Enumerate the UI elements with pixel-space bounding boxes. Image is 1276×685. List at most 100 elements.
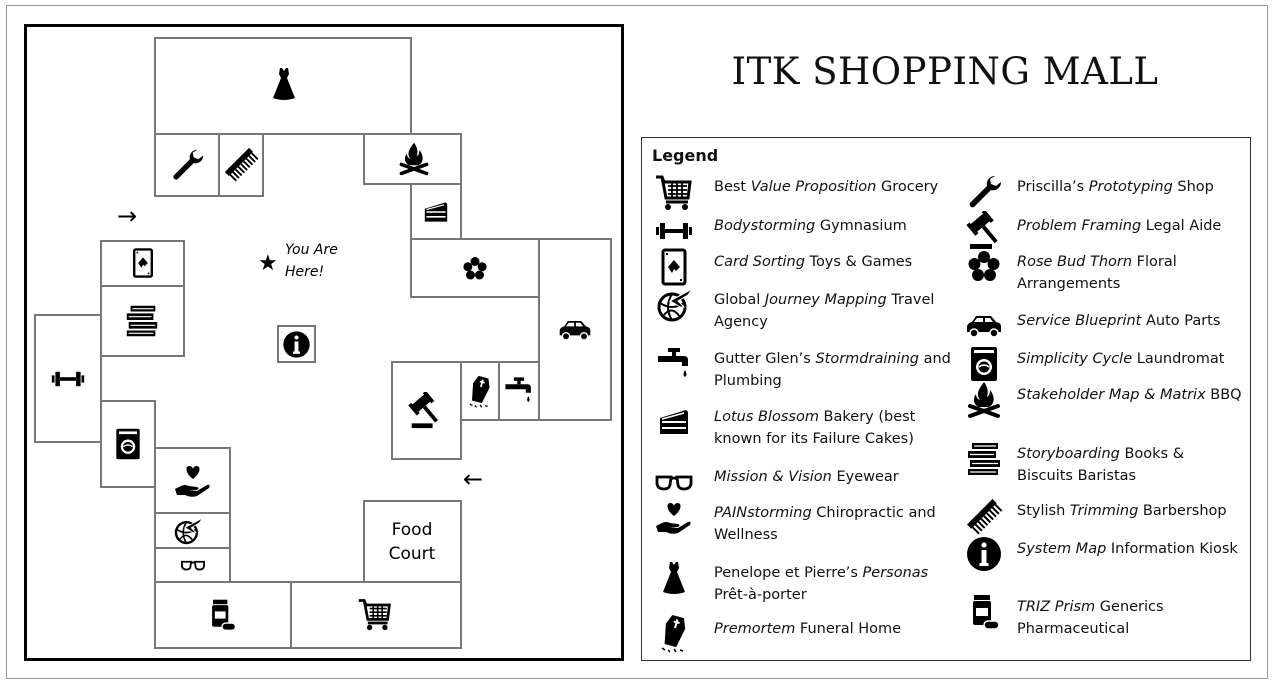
legend-label-part: Global — [714, 292, 765, 308]
legend-item-glasses: Mission & Vision Eyewear — [652, 466, 947, 512]
legend-heading: Legend — [652, 146, 719, 165]
legend-item-gavel: Problem Framing Legal Aide — [962, 211, 1257, 261]
legend-item-pill-bottle: TRIZ Prism Generics Pharmaceutical — [962, 594, 1257, 642]
legend-label-part: System Map — [1017, 541, 1107, 557]
legend-item-label: Simplicity Cycle Laundromat — [1017, 348, 1242, 370]
legend-label-part: Auto Parts — [1141, 313, 1221, 329]
legend-label-part: Card Sorting — [714, 254, 805, 270]
legend-item-car: Service Blueprint Auto Parts — [962, 310, 1257, 356]
legend-item-label: Premortem Funeral Home — [714, 618, 954, 640]
legend-label-part: Information Kiosk — [1106, 541, 1238, 557]
food-court-line1: Food — [392, 520, 433, 540]
legend-item-label: Best Value Proposition Grocery — [714, 176, 954, 198]
legend-item-label: Stylish Trimming Barbershop — [1017, 500, 1242, 522]
legend-label-part: Value Proposition — [750, 179, 877, 195]
legend-item-books: Storyboarding Books & Biscuits Baristas — [962, 442, 1257, 489]
info-icon — [967, 537, 1001, 571]
store-food-court[interactable] — [363, 500, 462, 583]
store-glasses[interactable] — [154, 547, 231, 583]
comb-icon — [967, 499, 1004, 536]
legend-item-label: Gutter Glen’s Stormdraining and Plumbing — [714, 348, 954, 392]
legend-item-label: Problem Framing Legal Aide — [1017, 215, 1242, 237]
gavel-icon — [966, 211, 1004, 250]
legend-label-part: Storyboarding — [1017, 446, 1120, 462]
legend-item-dumbbell: Bodystorming Gymnasium — [652, 215, 947, 261]
legend-label-part: Prêt-à-porter — [714, 587, 807, 603]
legend-label-part: Barbershop — [1138, 503, 1227, 519]
you-are-here-line2: Here! — [285, 264, 324, 280]
legend-label-part: Shop — [1172, 179, 1214, 195]
campfire-icon — [968, 380, 1000, 418]
legend-item-label: Stakeholder Map & Matrix BBQ — [1017, 384, 1242, 406]
legend-label-part: Trimming — [1069, 503, 1139, 519]
books-icon — [967, 442, 1001, 476]
info-icon — [283, 331, 310, 358]
store-books[interactable] — [100, 285, 185, 357]
heart-hand-icon — [656, 503, 691, 534]
mall-outer-wall — [24, 24, 624, 661]
legend-label-part: Prototyping — [1088, 179, 1173, 195]
legend-label-part: TRIZ Prism — [1017, 599, 1096, 615]
dumbbell-icon — [656, 223, 692, 239]
legend-label-part: Books & Biscuits Baristas — [1017, 446, 1185, 484]
legend-label-part: Stormdraining — [815, 351, 919, 367]
legend-label-part: Problem Framing — [1017, 218, 1142, 234]
legend-label-part: Simplicity Cycle — [1017, 351, 1133, 367]
legend-item-label: Global Journey Mapping Travel Agency — [714, 289, 954, 333]
arrow-right: → — [117, 202, 137, 230]
legend-item-label: Card Sorting Toys & Games — [714, 251, 954, 273]
legend-item-label: System Map Information Kiosk — [1017, 538, 1242, 560]
legend-item-label: Priscilla’s Prototyping Shop — [1017, 176, 1242, 198]
legend-label-part: Funeral Home — [795, 621, 902, 637]
legend-item-label: Rose Bud Thorn Floral Arrangements — [1017, 251, 1242, 295]
legend-item-info: System Map Information Kiosk — [962, 537, 1257, 584]
legend-label-part: Stylish — [1017, 503, 1070, 519]
legend-label-part: Gutter Glen’s — [714, 351, 816, 367]
legend-label-part: Generics Pharmaceutical — [1017, 599, 1164, 637]
legend-label-part: Stakeholder Map & Matrix — [1017, 387, 1206, 403]
legend-label-part: Gymnasium — [815, 218, 907, 234]
legend-item-cake-slice: Lotus Blossom Bakery (best known for its… — [652, 406, 947, 452]
page-title: ITK SHOPPING MALL — [731, 50, 1159, 93]
legend-item-heart-hand: PAINstorming Chiropractic and Wellness — [652, 502, 947, 548]
dress-icon — [663, 562, 685, 594]
wrench-icon — [969, 175, 1002, 208]
legend-item-label: Service Blueprint Auto Parts — [1017, 310, 1242, 332]
arrow-left: ← — [463, 465, 483, 493]
legend-item-playing-card: Card Sorting Toys & Games — [652, 248, 947, 297]
store-faucet[interactable] — [498, 361, 540, 421]
washing-machine-icon — [115, 427, 141, 461]
legend-label-part: and Plumbing — [714, 351, 951, 389]
legend-label-part: PAINstorming — [714, 505, 812, 521]
cake-slice-icon — [659, 409, 689, 435]
legend-label-part: Service Blueprint — [1017, 313, 1142, 329]
legend-label-part: Personas — [862, 565, 929, 581]
legend-item-label: Bodystorming Gymnasium — [714, 215, 954, 237]
playing-card-icon — [661, 248, 687, 286]
legend-label-part: Chiropractic and Wellness — [714, 505, 936, 543]
legend-item-comb: Stylish Trimming Barbershop — [962, 499, 1257, 546]
legend-item-label: Lotus Blossom Bakery (best known for its… — [714, 406, 954, 450]
legend-label-part: Legal Aide — [1141, 218, 1222, 234]
you-are-here-star: ★ — [258, 251, 278, 276]
legend-label-part: Grocery — [876, 179, 939, 195]
legend-label-part: Toys & Games — [804, 254, 913, 270]
legend-label-part: Best — [714, 179, 751, 195]
legend-item-label: Mission & Vision Eyewear — [714, 466, 954, 488]
grocery-cart-icon — [654, 175, 692, 212]
mall-map: ★ You Are Here! Food Court → ← — [24, 24, 624, 661]
legend-label-part: Mission & Vision — [714, 469, 832, 485]
page-frame — [6, 5, 1268, 679]
legend-label-part: Journey Mapping — [764, 292, 887, 308]
flower-icon — [968, 251, 1000, 281]
legend-item-faucet: Gutter Glen’s Stormdraining and Plumbing — [652, 348, 951, 394]
playing-card-icon — [132, 248, 154, 278]
store-heart-hand[interactable] — [154, 447, 231, 514]
globe-plane-icon — [657, 287, 694, 322]
legend-label-part: Premortem — [714, 621, 796, 637]
car-icon — [966, 315, 1002, 338]
legend-item-label: Storyboarding Books & Biscuits Baristas — [1017, 443, 1242, 487]
legend-item-wrench: Priscilla’s Prototyping Shop — [962, 175, 1257, 222]
legend-label-part: Penelope et Pierre’s — [714, 565, 863, 581]
legend-label-part: Laundromat — [1132, 351, 1225, 367]
